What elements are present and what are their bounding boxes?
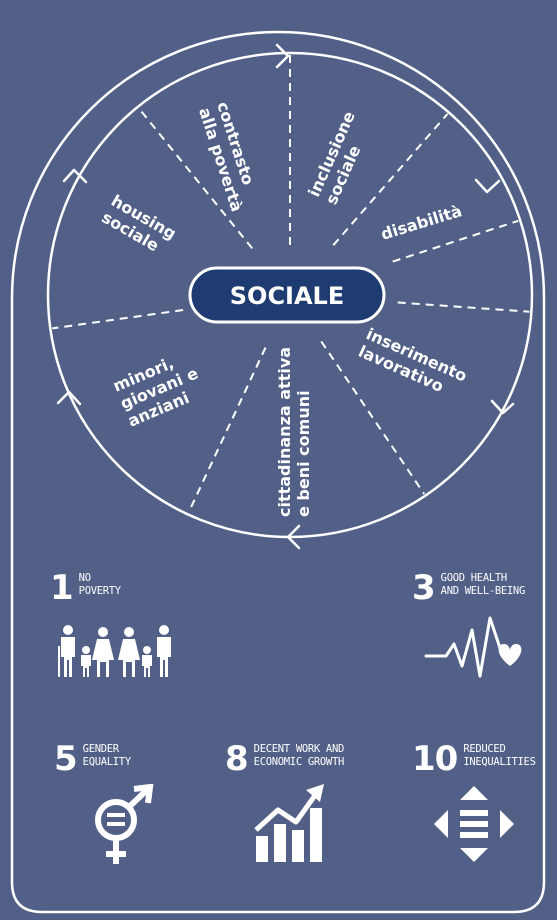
- sdg-goal-5: 5 GenderEquality: [54, 742, 131, 776]
- arrow-chevron-icon: [275, 43, 290, 69]
- cycle-arrows: [56, 43, 515, 550]
- arrow-chevron-icon: [490, 399, 515, 415]
- growth-chart-icon: [254, 784, 324, 862]
- wheel-divider-line: [320, 340, 426, 495]
- outer-frame: [10, 30, 546, 914]
- wheel-circle: [46, 51, 534, 539]
- segment-label-housing-sociale: housing sociale: [99, 191, 185, 263]
- goal-title: ReducedInequalities: [463, 743, 536, 768]
- gender-equality-icon: [95, 784, 154, 864]
- wheel-divider-line: [187, 347, 267, 513]
- segment-label-minori-giovani-anziani: minori, giovani e anziani: [110, 344, 213, 431]
- goal-title: Decent Work andEconomic Growth: [253, 743, 345, 768]
- segment-label-cittadinanza-beni-comuni: cittadinanza attiva e beni comuni: [275, 341, 313, 517]
- heartbeat-icon: [424, 616, 522, 678]
- sdg-goal-10: 10 ReducedInequalities: [412, 742, 536, 776]
- sdg-goal-1: 1 NoPoverty: [50, 571, 121, 605]
- segment-label-disabilita: disabilità: [379, 201, 465, 244]
- equality-arrows-icon: [434, 786, 514, 862]
- wheel-divider-line: [138, 107, 253, 250]
- segment-label-inclusione-sociale: inclusione sociale: [304, 103, 378, 207]
- arrow-chevron-icon: [474, 178, 501, 194]
- center-label: SOCIALE: [230, 282, 345, 310]
- goal-title: GenderEquality: [82, 743, 131, 768]
- arrow-chevron-icon: [286, 524, 301, 550]
- arrow-chevron-icon: [56, 390, 82, 406]
- segment-label-inserimento-lavorativo: inserimento lavorativo: [356, 324, 475, 405]
- goal-number: 5: [54, 739, 78, 779]
- goal-title: Good Healthand Well-Being: [440, 572, 526, 597]
- sdg-goal-3: 3 Good Healthand Well-Being: [412, 571, 525, 605]
- sdg-goal-8: 8 Decent Work andEconomic Growth: [225, 742, 344, 776]
- goal-number: 8: [225, 739, 249, 779]
- wheel-divider-line: [332, 113, 449, 246]
- goal-number: 10: [412, 739, 458, 779]
- wheel-divider-line: [52, 309, 184, 330]
- center-badge: SOCIALE: [188, 266, 386, 324]
- wheel-dividers: [52, 55, 530, 513]
- wheel-divider-line: [397, 301, 530, 313]
- goal-number: 3: [412, 568, 436, 608]
- arrow-chevron-icon: [62, 168, 88, 184]
- family-icon: [58, 625, 171, 677]
- goal-title: NoPoverty: [78, 572, 121, 597]
- segment-label-contrasto-poverta: contrasto alla povertà: [195, 99, 265, 214]
- goal-number: 1: [50, 568, 74, 608]
